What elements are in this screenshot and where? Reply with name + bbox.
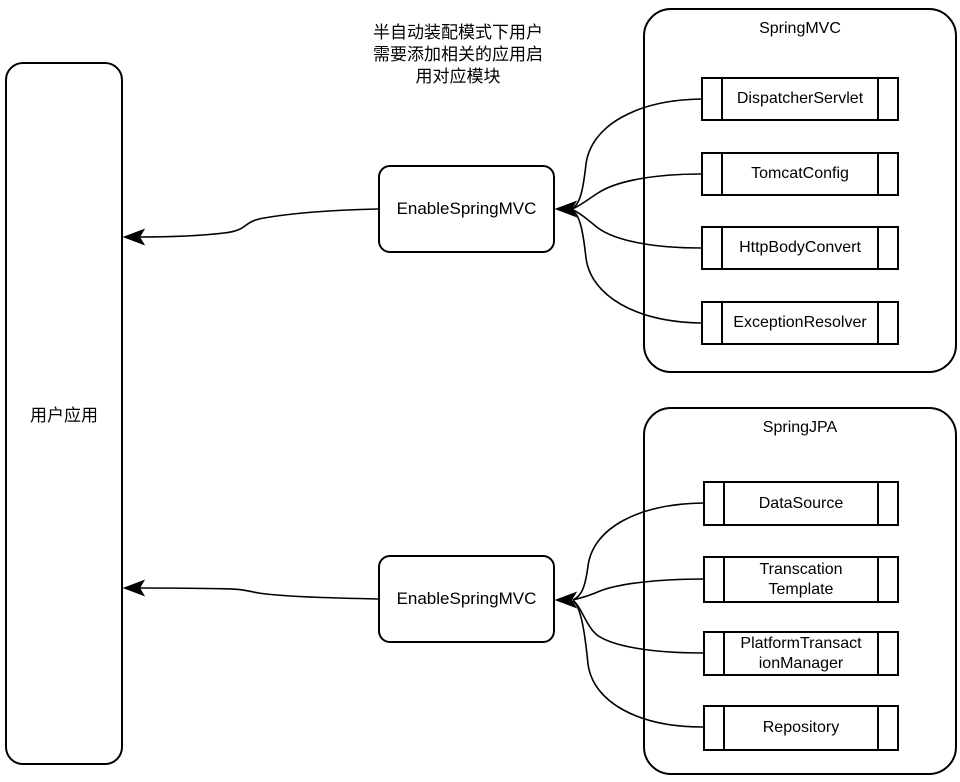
component-transcation-template: Transcation Template bbox=[703, 556, 899, 603]
component-label: TomcatConfig bbox=[751, 165, 849, 182]
component-side-bar bbox=[721, 303, 723, 343]
component-side-bar bbox=[877, 483, 879, 524]
enable-springjpa-node: EnableSpringMVC bbox=[378, 555, 555, 643]
component-side-bar bbox=[877, 228, 879, 268]
arrowhead-into-enable-mvc bbox=[554, 200, 578, 218]
component-side-bar bbox=[877, 633, 879, 674]
arrowhead-into-userapp-top bbox=[122, 228, 146, 246]
component-side-bar bbox=[723, 483, 725, 524]
component-label: Transcation Template bbox=[759, 560, 843, 598]
arrowhead-into-enable-jpa bbox=[554, 591, 578, 609]
component-label: DataSource bbox=[758, 494, 844, 512]
enable-springmvc-label: EnableSpringMVC bbox=[396, 199, 537, 218]
component-side-bar bbox=[723, 707, 725, 749]
enable-springmvc-node: EnableSpringMVC bbox=[378, 165, 555, 253]
arrowhead-into-userapp-bottom bbox=[122, 579, 146, 597]
enable-springjpa-label: EnableSpringMVC bbox=[396, 589, 537, 608]
component-side-bar bbox=[877, 558, 879, 601]
springjpa-title: SpringJPA bbox=[762, 419, 838, 436]
annotation-text: 半自动装配模式下用户 需要添加相关的应用启 用对应模块 bbox=[373, 23, 543, 86]
component-side-bar bbox=[877, 154, 879, 194]
connector-jpa-to-userapp bbox=[137, 587, 379, 600]
connector-mvc-to-userapp bbox=[137, 208, 379, 238]
component-label: PlatformTransact ionManager bbox=[740, 634, 862, 672]
springmvc-title: SpringMVC bbox=[759, 20, 841, 37]
component-datasource: DataSource bbox=[703, 481, 899, 526]
component-label: HttpBodyConvert bbox=[739, 239, 861, 256]
component-side-bar bbox=[877, 707, 879, 749]
component-tomcatconfig: TomcatConfig bbox=[701, 152, 899, 196]
component-side-bar bbox=[723, 633, 725, 674]
component-side-bar bbox=[723, 558, 725, 601]
component-httpbodyconvert: HttpBodyConvert bbox=[701, 226, 899, 270]
component-side-bar bbox=[721, 228, 723, 268]
component-dispatcherservlet: DispatcherServlet bbox=[701, 77, 899, 121]
component-platformtransactionmanager: PlatformTransact ionManager bbox=[703, 631, 899, 676]
component-exceptionresolver: ExceptionResolver bbox=[701, 301, 899, 345]
component-side-bar bbox=[721, 154, 723, 194]
component-side-bar bbox=[877, 79, 879, 119]
user-app-node: 用户应用 bbox=[5, 62, 123, 765]
component-label: Repository bbox=[762, 719, 840, 736]
user-app-label: 用户应用 bbox=[30, 406, 98, 425]
component-repository: Repository bbox=[703, 705, 899, 751]
component-label: ExceptionResolver bbox=[733, 314, 867, 331]
component-label: DispatcherServlet bbox=[736, 90, 864, 107]
component-side-bar bbox=[877, 303, 879, 343]
component-side-bar bbox=[721, 79, 723, 119]
